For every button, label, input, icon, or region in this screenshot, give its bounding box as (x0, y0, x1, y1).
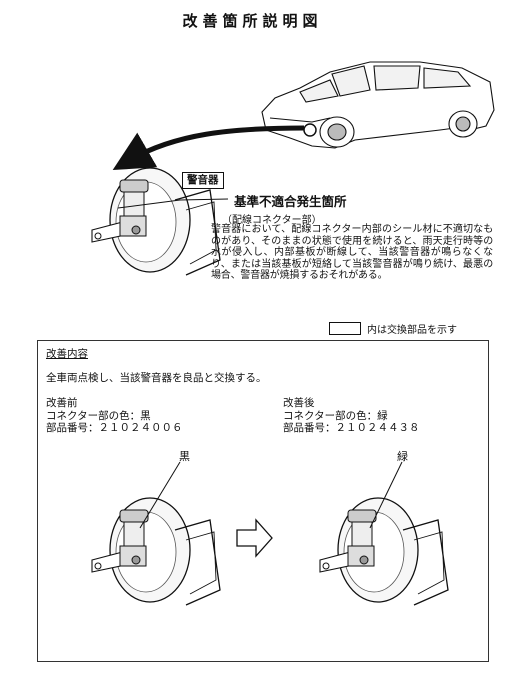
after-spec: 改善後 コネクター部の色：緑 部品番号：２１０２４４３８ (283, 397, 420, 435)
before-callout-label: 黒 (179, 450, 190, 463)
defect-sub-heading: （配線コネクター部） (222, 215, 322, 226)
car-illustration (261, 61, 495, 149)
before-color: コネクター部の色：黒 (46, 409, 151, 422)
after-callout-line (369, 461, 403, 529)
part-label: 警音器 (182, 172, 224, 189)
legend-swatch (329, 322, 361, 335)
legend: 内は交換部品を示す (329, 321, 457, 336)
after-heading: 改善後 (283, 397, 315, 409)
page-title: 改善箇所説明図 (182, 12, 323, 30)
after-callout-label: 緑 (397, 450, 408, 463)
before-after-arrow (236, 518, 273, 558)
before-callout-line (139, 461, 181, 529)
remedy-text: 全車両点検し、当該警音器を良品と交換する。 (46, 372, 267, 384)
after-part-number: 部品番号：２１０２４４３８ (283, 422, 420, 434)
location-arrow (112, 125, 305, 170)
remedy-panel (37, 340, 489, 662)
legend-text: 内は交換部品を示す (367, 325, 457, 336)
before-heading: 改善前 (46, 397, 78, 409)
defect-description: 警音器において、配線コネクター内部のシール材に不適切なものがあり、そのままの状態… (211, 224, 493, 282)
after-color: コネクター部の色：緑 (283, 409, 388, 422)
defect-location-title: 基準不適合発生箇所 (234, 194, 347, 209)
leader-line (117, 198, 229, 209)
remedy-title: 改善内容 (46, 348, 88, 360)
before-spec: 改善前 コネクター部の色：黒 部品番号：２１０２４００６ (46, 397, 183, 435)
before-part-number: 部品番号：２１０２４００６ (46, 422, 183, 434)
